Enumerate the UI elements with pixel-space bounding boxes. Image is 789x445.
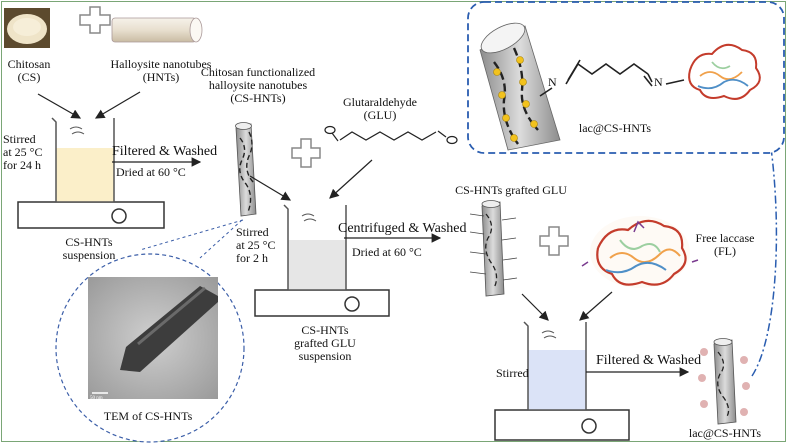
cs-hnts-grafted-glu-tube <box>469 200 518 297</box>
dried-label-1: Dried at 60 °C <box>116 165 186 179</box>
beaker-2 <box>254 204 390 317</box>
tem-label: TEM of CS-HNTs <box>103 409 193 423</box>
filtered-washed-label-2: Filtered & Washed <box>596 353 702 368</box>
filtered-washed-label-1: Filtered & Washed <box>112 144 218 159</box>
beaker-3 <box>494 321 630 441</box>
nitrogen-atom-label-2: N <box>654 75 663 89</box>
cs-hnts-grafted-glu-label: CS-HNTs grafted GLU <box>455 183 567 197</box>
cs-hnt-tube <box>235 122 257 217</box>
dried-label-2: Dried at 60 °C <box>352 245 422 259</box>
glutaraldehyde-structure <box>324 125 458 145</box>
beaker-1 <box>17 117 165 229</box>
glutaraldehyde-label: Glutaraldehyde(GLU) <box>343 95 417 122</box>
plus-icon <box>291 138 321 168</box>
plus-icon <box>79 6 111 34</box>
lac-cs-hnts-inset-label: lac@CS-HNTs <box>578 121 652 135</box>
stirred-label-3: Stirred <box>496 366 529 380</box>
lac-cs-hnts-label: lac@CS-HNTs <box>688 426 762 440</box>
scale-bar-label: 50 nm <box>90 396 103 401</box>
chitosan-label: Chitosan(CS) <box>7 57 51 84</box>
lac-cs-hnts-tube <box>698 338 750 425</box>
nitrogen-atom-label-1: N <box>548 75 557 89</box>
plus-icon <box>539 226 569 256</box>
chitosan-powder-image <box>4 8 50 48</box>
halloysite-label: Halloysite nanotubes(HNTs) <box>110 57 212 84</box>
tem-image <box>55 253 245 443</box>
lac-cs-hnts-inset <box>467 1 785 154</box>
free-laccase-protein <box>581 216 699 288</box>
free-laccase-label: Free laccase(FL) <box>695 231 755 258</box>
centrifuged-washed-label: Centrifuged & Washed <box>338 221 467 236</box>
halloysite-tube-icon <box>111 17 203 43</box>
